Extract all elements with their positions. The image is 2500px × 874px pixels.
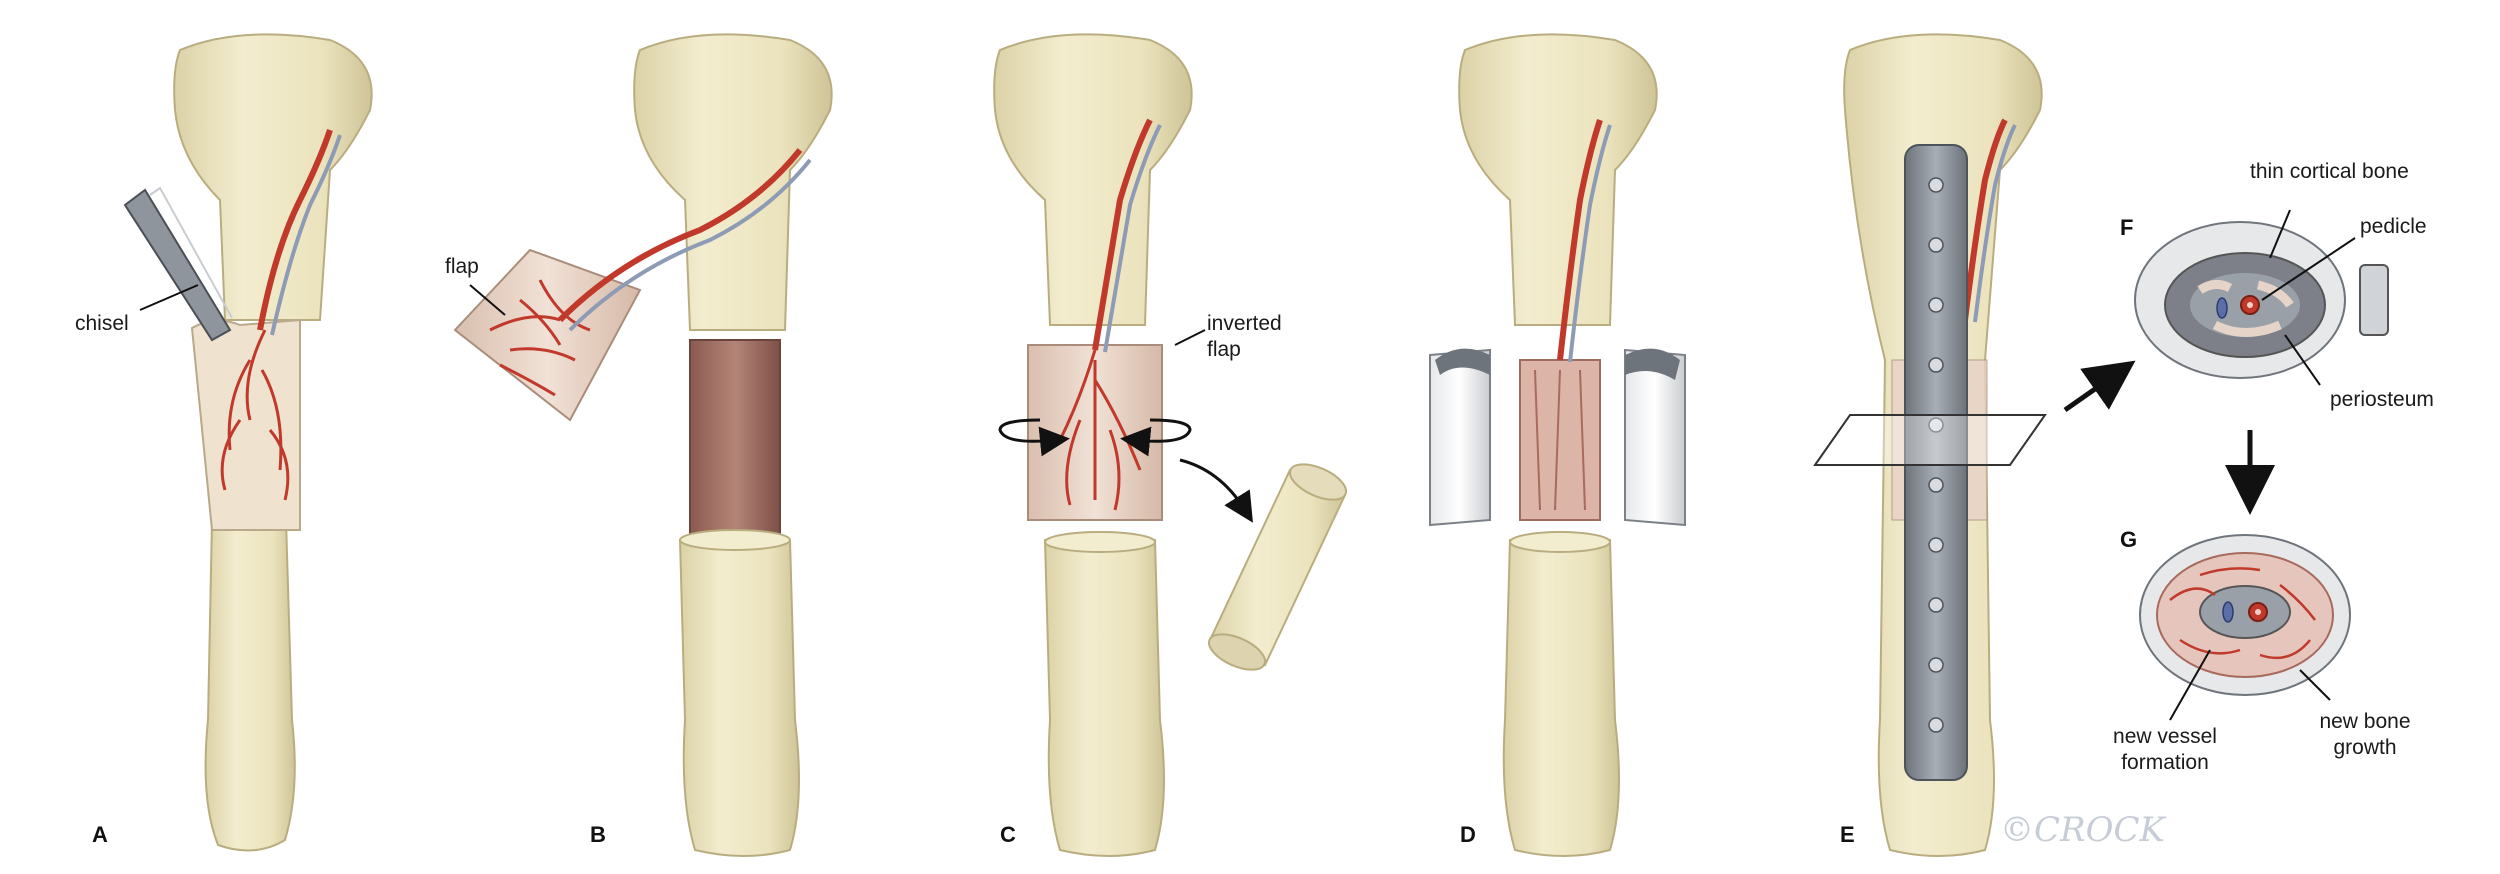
label-new-bone-line2: growth — [2333, 736, 2397, 759]
panel-c-bone — [993, 33, 1193, 857]
rotation-arrows — [998, 418, 1192, 457]
thin-cortical-leader — [2269, 209, 2291, 259]
label-new-bone-line1: new bone — [2319, 710, 2411, 733]
chisel-icon — [123, 186, 233, 342]
label-flap: flap — [445, 255, 479, 278]
new-vessel-leader — [2169, 649, 2211, 721]
label-inverted-flap-line2: flap — [1207, 338, 1241, 361]
label-pedicle: pedicle — [2360, 215, 2427, 238]
label-new-vessel-line2: formation — [2121, 751, 2209, 774]
label-inverted-flap-line1: inverted — [1207, 312, 1282, 335]
label-chisel: chisel — [75, 312, 129, 335]
panel-d-bone — [1458, 33, 1658, 857]
removed-bone-segment — [1208, 463, 1347, 671]
removal-arrow — [1179, 458, 1253, 523]
panel-g-cross-section — [2139, 534, 2351, 696]
new-bone-leader — [2299, 669, 2331, 701]
panel-f-cross-section — [2134, 221, 2389, 379]
pedicle-leader — [2261, 237, 2356, 301]
panel-letter-e: E — [1840, 822, 1855, 847]
panel-b-bone — [633, 33, 833, 857]
chisel-leader — [139, 284, 199, 311]
panel-a-bone — [173, 33, 373, 852]
panel-letter-b: B — [590, 822, 606, 847]
periosteum-leader — [2284, 334, 2321, 386]
panel-letter-a: A — [92, 822, 108, 847]
panel-letter-c: C — [1000, 822, 1016, 847]
fixation-plate — [1904, 144, 1968, 781]
panel-letter-f: F — [2120, 215, 2134, 240]
flap-leader — [469, 284, 506, 316]
inverted-flap-leader — [1174, 329, 1206, 346]
cross-section-plane — [1813, 414, 2047, 466]
label-new-vessel-line1: new vessel — [2113, 725, 2217, 748]
label-thin-cortical-bone: thin cortical bone — [2250, 160, 2409, 183]
arrow-to-f — [2063, 360, 2136, 413]
panel-letter-g: G — [2120, 527, 2138, 552]
artist-signature: ©CROCK — [2000, 810, 2165, 850]
right-cortical-sleeve — [1624, 348, 1686, 527]
left-cortical-sleeve — [1429, 348, 1491, 527]
label-periosteum: periosteum — [2330, 388, 2434, 411]
panel-b-flap — [453, 148, 812, 422]
panel-letter-d: D — [1460, 822, 1476, 847]
